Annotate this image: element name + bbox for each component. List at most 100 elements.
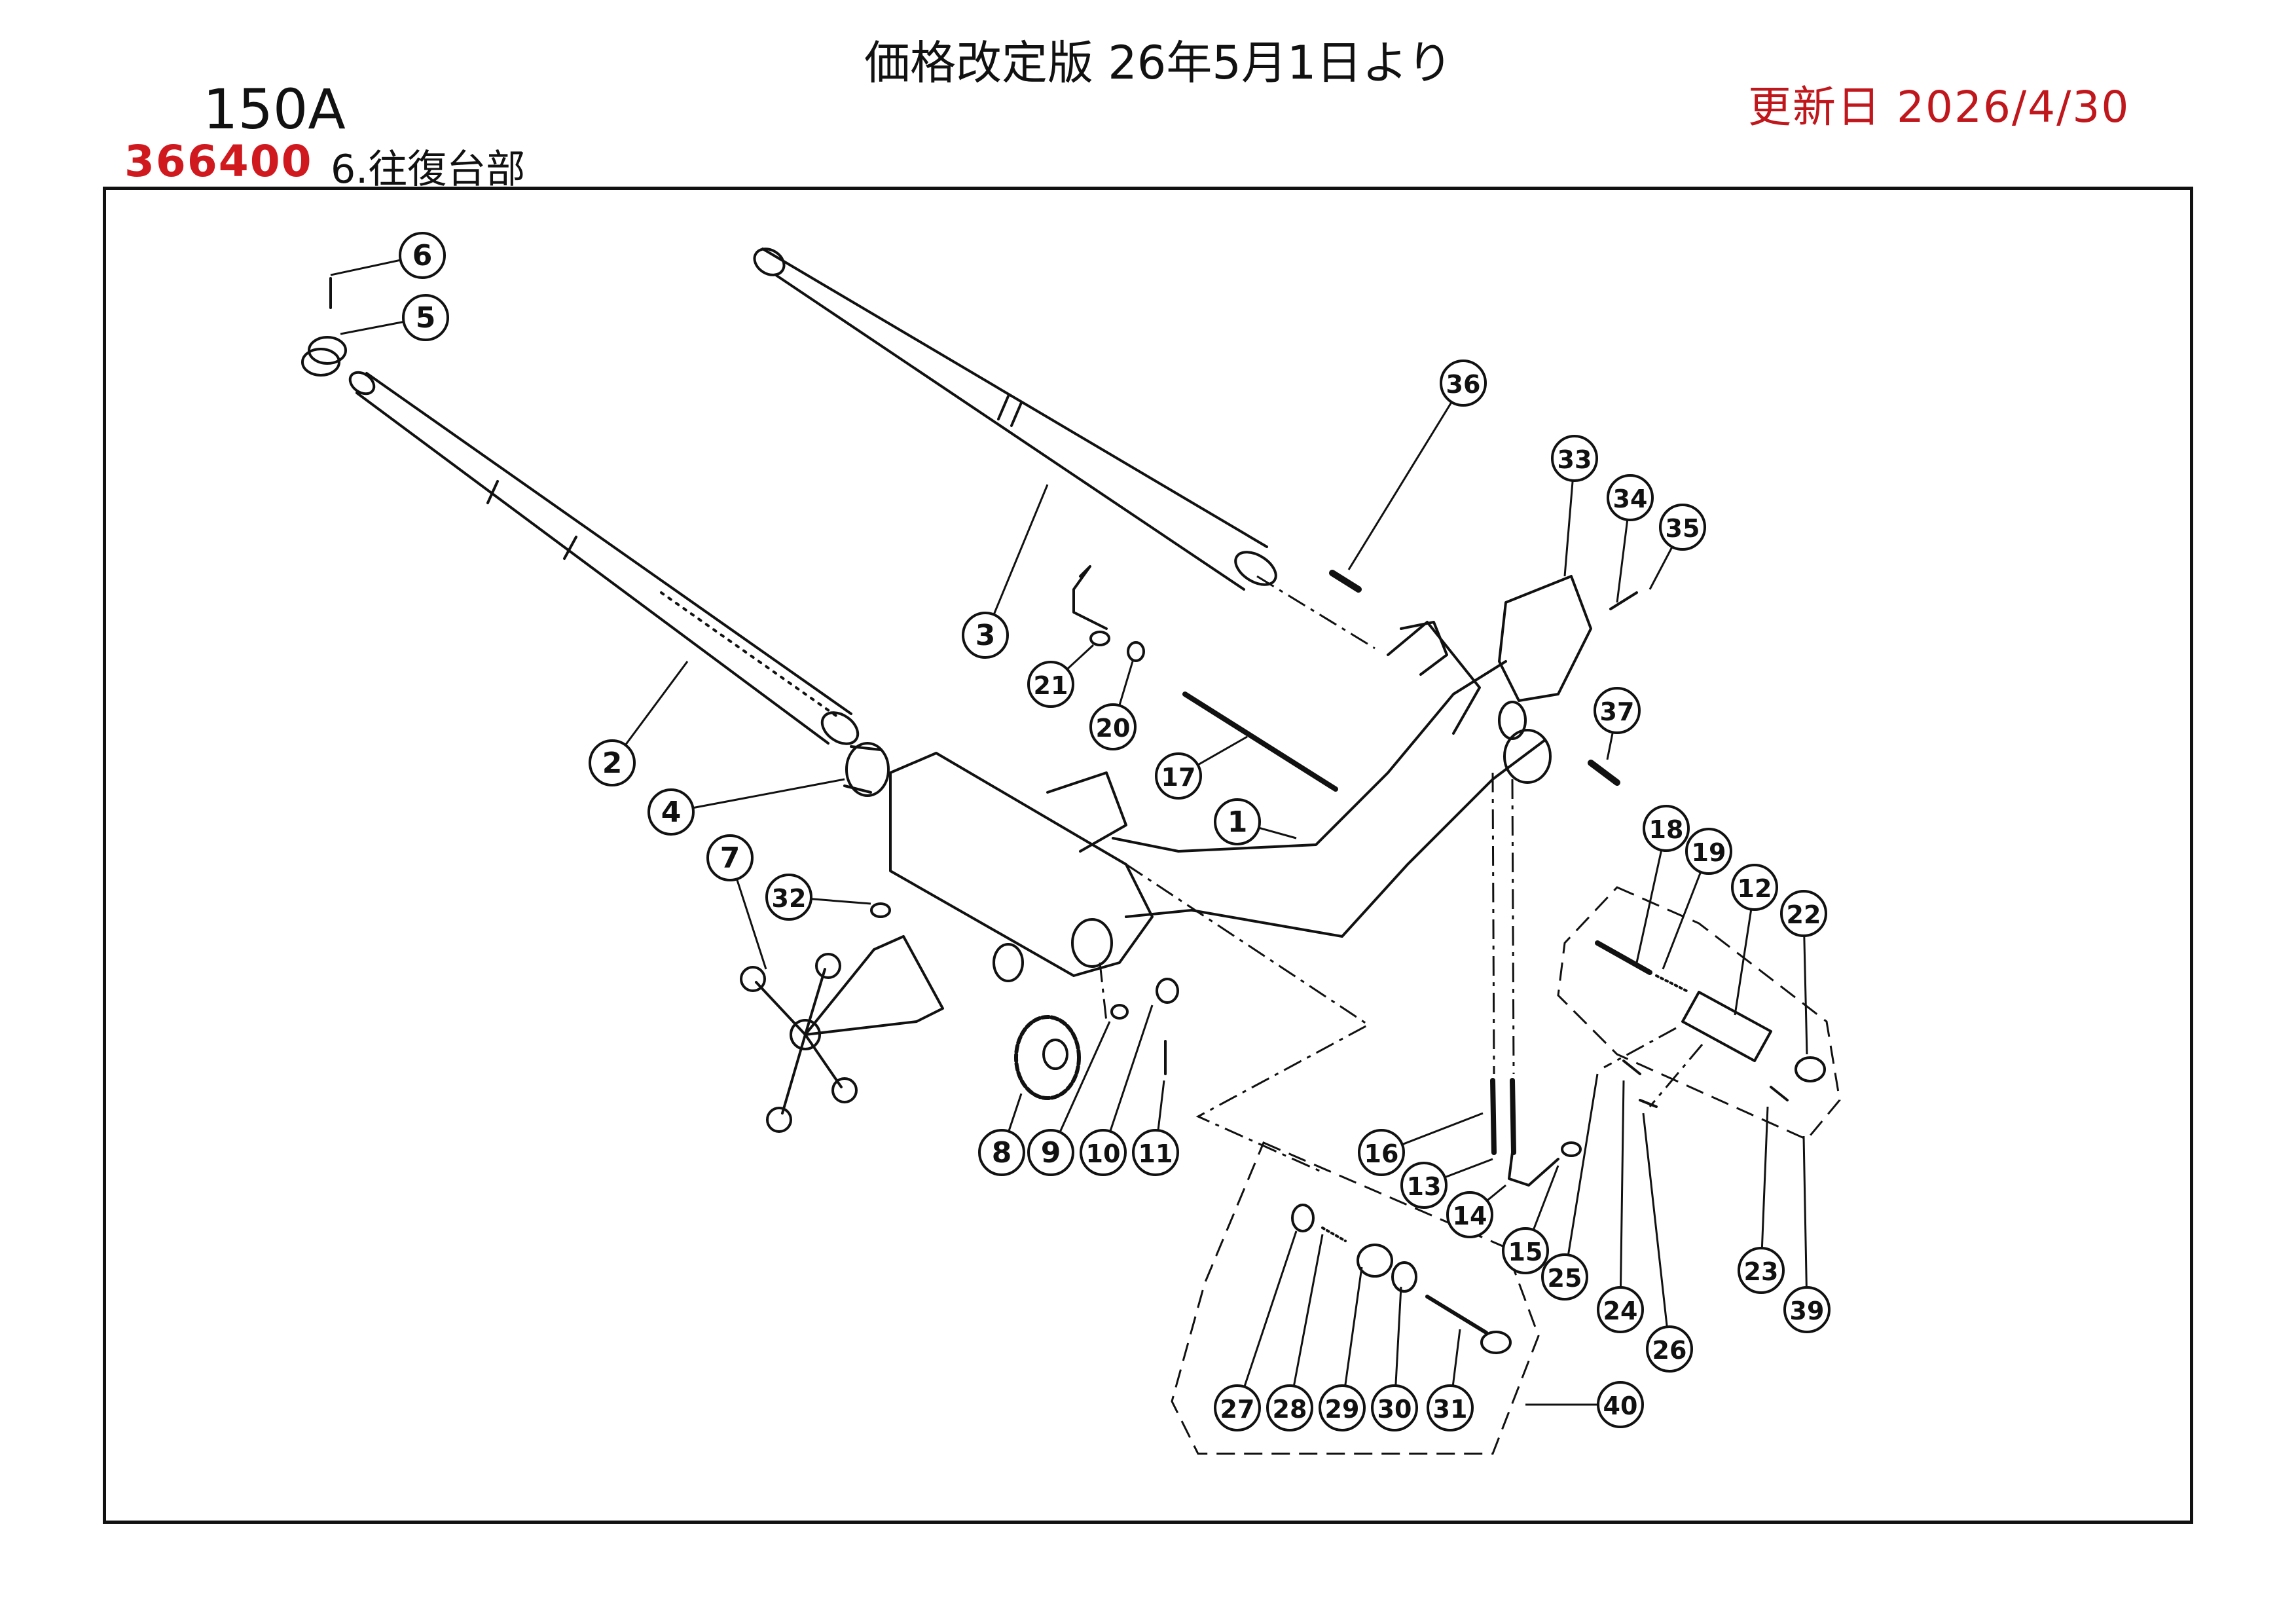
callout-28: 28 (1266, 1384, 1313, 1431)
leader-line (1049, 1021, 1111, 1153)
spring-28 (1321, 1227, 1347, 1242)
callout-number: 40 (1603, 1392, 1638, 1420)
callout-number: 5 (416, 301, 436, 335)
callout-6: 6 (399, 232, 446, 279)
callout-circle (1027, 1129, 1074, 1176)
callout-number: 17 (1161, 763, 1196, 792)
lever (1508, 1151, 1559, 1187)
callout-number: 19 (1692, 838, 1726, 867)
callout-31: 31 (1427, 1384, 1474, 1431)
nut-22 (1795, 1056, 1826, 1082)
callout-circle (1551, 435, 1598, 482)
callout-number: 3 (975, 619, 996, 652)
callout-number: 2 (602, 747, 623, 780)
callout-circle (1132, 1129, 1179, 1176)
callout-circle (1155, 752, 1202, 800)
callout-3: 3 (962, 612, 1009, 659)
callout-circle (765, 874, 812, 921)
callout-number: 28 (1273, 1395, 1307, 1424)
callout-13: 13 (1400, 1162, 1448, 1209)
callout-circle (1446, 1191, 1493, 1238)
leader-line (1288, 1234, 1324, 1409)
callout-number: 29 (1325, 1395, 1360, 1424)
part-29 (1357, 1244, 1393, 1278)
guide-bar (753, 248, 1277, 591)
part-32 (870, 902, 891, 918)
callout-circle (1214, 798, 1261, 845)
part-code: 366400 (124, 136, 313, 187)
callout-number: 7 (720, 841, 740, 875)
callout-circle (706, 834, 754, 881)
callout-number: 4 (661, 796, 682, 829)
callout-37: 37 (1594, 687, 1641, 734)
model-name: 150A (203, 77, 346, 141)
callout-number: 32 (772, 884, 807, 913)
screw-24 (1622, 1060, 1641, 1075)
diagram-frame (103, 187, 2193, 1524)
callout-circle (1541, 1253, 1588, 1301)
callout-circle (1646, 1325, 1693, 1373)
callout-number: 16 (1364, 1139, 1399, 1168)
washer (1110, 1004, 1129, 1020)
callout-number: 13 (1407, 1172, 1442, 1201)
callout-number: 33 (1558, 445, 1592, 474)
callout-number: 39 (1790, 1297, 1825, 1325)
leader-line (984, 484, 1049, 636)
callout-15: 15 (1502, 1227, 1549, 1274)
callout-10: 10 (1080, 1129, 1127, 1176)
sleeve-12 (1681, 991, 1772, 1062)
callout-8: 8 (978, 1129, 1025, 1176)
callout-circle (1594, 687, 1641, 734)
callout-16: 16 (1358, 1129, 1405, 1176)
callout-number: 37 (1600, 697, 1635, 726)
centerline-e (1603, 1027, 1677, 1069)
callout-number: 1 (1228, 805, 1248, 839)
centerline-g (1256, 575, 1376, 650)
callout-circle (1427, 1384, 1474, 1431)
callout-40: 40 (1597, 1381, 1644, 1428)
centerline-a (1125, 863, 1370, 1173)
callout-number: 6 (412, 239, 433, 272)
rod (1182, 692, 1338, 792)
callout-20: 20 (1089, 703, 1137, 750)
callout-circle (1089, 703, 1137, 750)
pin-26 (1639, 1099, 1658, 1108)
callout-number: 15 (1508, 1238, 1543, 1266)
callout-circle (1659, 504, 1706, 551)
nut (1561, 1141, 1582, 1157)
callout-number: 23 (1744, 1257, 1779, 1286)
callout-number: 31 (1433, 1395, 1468, 1424)
callout-12: 12 (1731, 864, 1778, 911)
callout-9: 9 (1027, 1129, 1074, 1176)
pinion-gear (1014, 1015, 1081, 1100)
leader-line (1619, 1080, 1625, 1310)
callout-circle (1643, 805, 1690, 852)
callout-circle (647, 788, 695, 836)
spring-19 (1655, 974, 1690, 993)
callout-23: 23 (1738, 1247, 1785, 1294)
callout-39: 39 (1783, 1286, 1831, 1333)
guard-plate (1498, 575, 1592, 702)
callout-circle (1358, 1129, 1405, 1176)
star-handle (740, 935, 944, 1133)
pin-23 (1770, 1086, 1789, 1101)
pin-36 (1329, 570, 1362, 593)
update-date: 更新日 2026/4/30 (1748, 82, 2130, 132)
bolt-head (1156, 978, 1179, 1004)
callout-circle (402, 294, 449, 341)
leader-line (1760, 1106, 1769, 1271)
part-31 (1425, 1295, 1488, 1335)
callout-4: 4 (647, 788, 695, 836)
callout-21: 21 (1027, 661, 1074, 708)
callout-circle (1266, 1384, 1313, 1431)
callout-circle (1783, 1286, 1831, 1333)
callout-circle (1597, 1381, 1644, 1428)
callout-number: 26 (1652, 1336, 1687, 1365)
callout-circle (1685, 828, 1732, 875)
callout-circle (1027, 661, 1074, 708)
callout-circle (1731, 864, 1778, 911)
callout-35: 35 (1659, 504, 1706, 551)
callout-number: 34 (1613, 485, 1648, 513)
callout-34: 34 (1607, 474, 1654, 521)
